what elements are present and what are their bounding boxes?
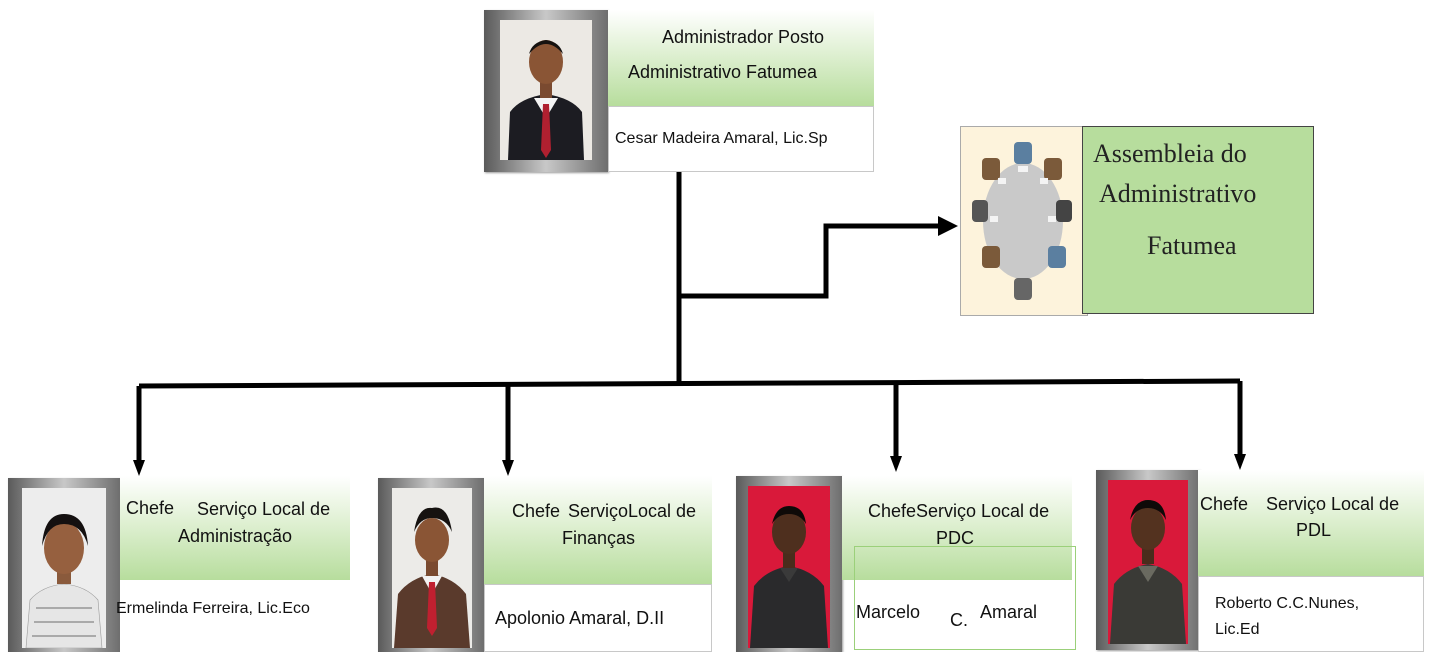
unit-title-word2: Serviço Local de [916, 501, 1050, 521]
assembly-title-box: Assembleia do Administrativo Fatumea [1082, 126, 1314, 314]
unit-title-line2: PDC [936, 528, 975, 548]
unit-title-word1: Chefe [868, 501, 917, 521]
unit-name-box: Roberto C.C.Nunes, Lic.Ed [1198, 576, 1424, 652]
top-name: Cesar Madeira Amaral, Lic.Sp [615, 130, 828, 147]
arrowhead-3 [890, 456, 902, 472]
unit-title-word2: Serviço [568, 501, 629, 521]
unit-name-initial: C. [950, 610, 968, 630]
unit-photo-4 [1108, 480, 1188, 644]
unit-title-box: Chefe Serviço Local de Finanças [484, 476, 712, 584]
top-title-line2: Administrativo Fatumea [628, 62, 818, 82]
unit-name: Ermelinda Ferreira, Lic.Eco [116, 600, 310, 617]
arrowhead-4 [1234, 454, 1246, 470]
top-title-line1: Administrador Posto [662, 27, 825, 47]
arrowhead-1 [133, 460, 145, 476]
administrator-photo [500, 20, 592, 160]
unit-title-box: Chefe Serviço Local de PDL [1198, 470, 1424, 576]
unit-title-word2: Serviço Local de [197, 499, 331, 519]
meeting-table-icon [968, 136, 1078, 306]
unit-title-line2: Administração [178, 526, 293, 546]
unit-title-line2: Finanças [562, 528, 636, 548]
unit-name-box: Apolonio Amaral, D.II [484, 584, 712, 652]
unit-title-word1: Chefe [512, 501, 561, 521]
assembly-line1: Assembleia do [1093, 139, 1247, 168]
unit-photo-3 [748, 486, 830, 648]
assembly-line2: Administrativo [1099, 179, 1257, 208]
unit-name-line2: Lic.Ed [1215, 621, 1260, 638]
arrowhead-assembly [938, 216, 958, 236]
unit-name-last: Amaral [980, 602, 1038, 622]
unit-title-box: Chefe Serviço Local de Administração [120, 476, 350, 580]
unit-title-word3: Local de [628, 501, 697, 521]
connector-to-assembly [679, 223, 940, 299]
arrowhead-2 [502, 460, 514, 476]
unit-photo-2 [392, 488, 472, 648]
connector-horizontal-bus [138, 378, 1241, 389]
unit-name-box: Ermelinda Ferreira, Lic.Eco [116, 580, 350, 652]
top-title-box: Administrador Posto Administrativo Fatum… [608, 10, 874, 106]
top-name-box: Cesar Madeira Amaral, Lic.Sp [608, 106, 874, 172]
unit-title-line2: PDL [1296, 520, 1332, 540]
unit-title-word1: Chefe [1200, 494, 1249, 514]
unit-name-first: Marcelo [856, 602, 921, 622]
name-box-outline [854, 546, 1076, 650]
unit-name-line1: Roberto C.C.Nunes, [1215, 595, 1360, 612]
unit-title-word2: Serviço Local de [1266, 494, 1400, 514]
assembly-line3: Fatumea [1147, 231, 1237, 260]
unit-photo-1 [22, 488, 106, 648]
unit-title-box: Chefe Serviço Local de PDC [842, 476, 1072, 580]
unit-name: Apolonio Amaral, D.II [495, 607, 665, 628]
unit-title-word1: Chefe [126, 498, 175, 518]
unit-name-box: Marcelo C. Amaral [842, 580, 1072, 652]
